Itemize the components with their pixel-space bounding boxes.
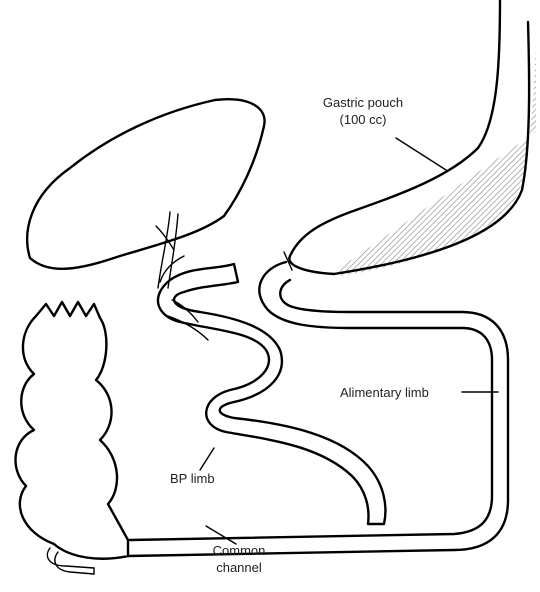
alimentary-limb-label: Alimentary limb [340,384,429,401]
common-channel-label: Common channel [202,542,276,576]
gastric-pouch-volume: (100 cc) [308,111,418,128]
gastric-pouch-label: Gastric pouch (100 cc) [308,94,418,128]
gastric-pouch-leader [396,138,446,170]
alimentary-limb-text: Alimentary limb [340,385,429,400]
alimentary-limb [128,262,508,556]
bp-limb-leader [200,448,214,470]
common-channel-line2: channel [202,559,276,576]
common-channel-line1: Common [202,542,276,559]
bp-limb-text: BP limb [170,471,215,486]
bp-limb-label: BP limb [170,470,215,487]
colon [16,302,128,574]
gastric-pouch-title: Gastric pouch [308,94,418,111]
liver [27,99,264,269]
gastric-pouch [284,0,536,276]
